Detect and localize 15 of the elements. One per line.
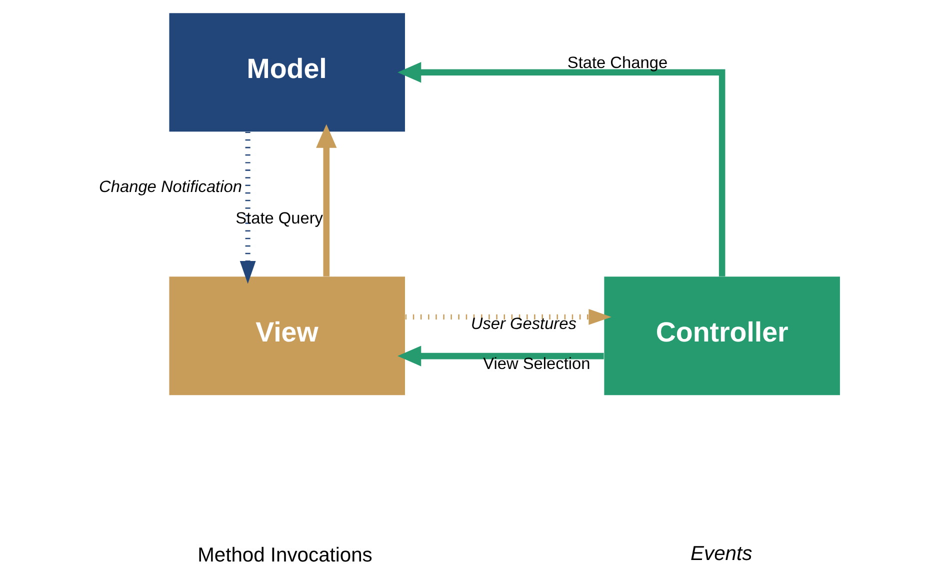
- node-box: View: [169, 276, 405, 396]
- arrow: [240, 132, 256, 284]
- edge-label: Change Notification: [99, 178, 242, 196]
- legend-label: Events: [690, 543, 752, 566]
- arrow: [316, 124, 337, 276]
- arrow: [398, 346, 604, 366]
- node-box: Controller: [604, 276, 840, 396]
- arrow: [398, 62, 726, 276]
- edge-label: View Selection: [483, 355, 590, 374]
- edge-label: State Change: [567, 54, 668, 72]
- edge-label: State Query: [236, 210, 324, 228]
- node-box: Model: [169, 13, 405, 132]
- edge-label: User Gestures: [470, 314, 576, 333]
- arrow: [405, 308, 612, 325]
- legend-label: Method Invocations: [198, 544, 372, 566]
